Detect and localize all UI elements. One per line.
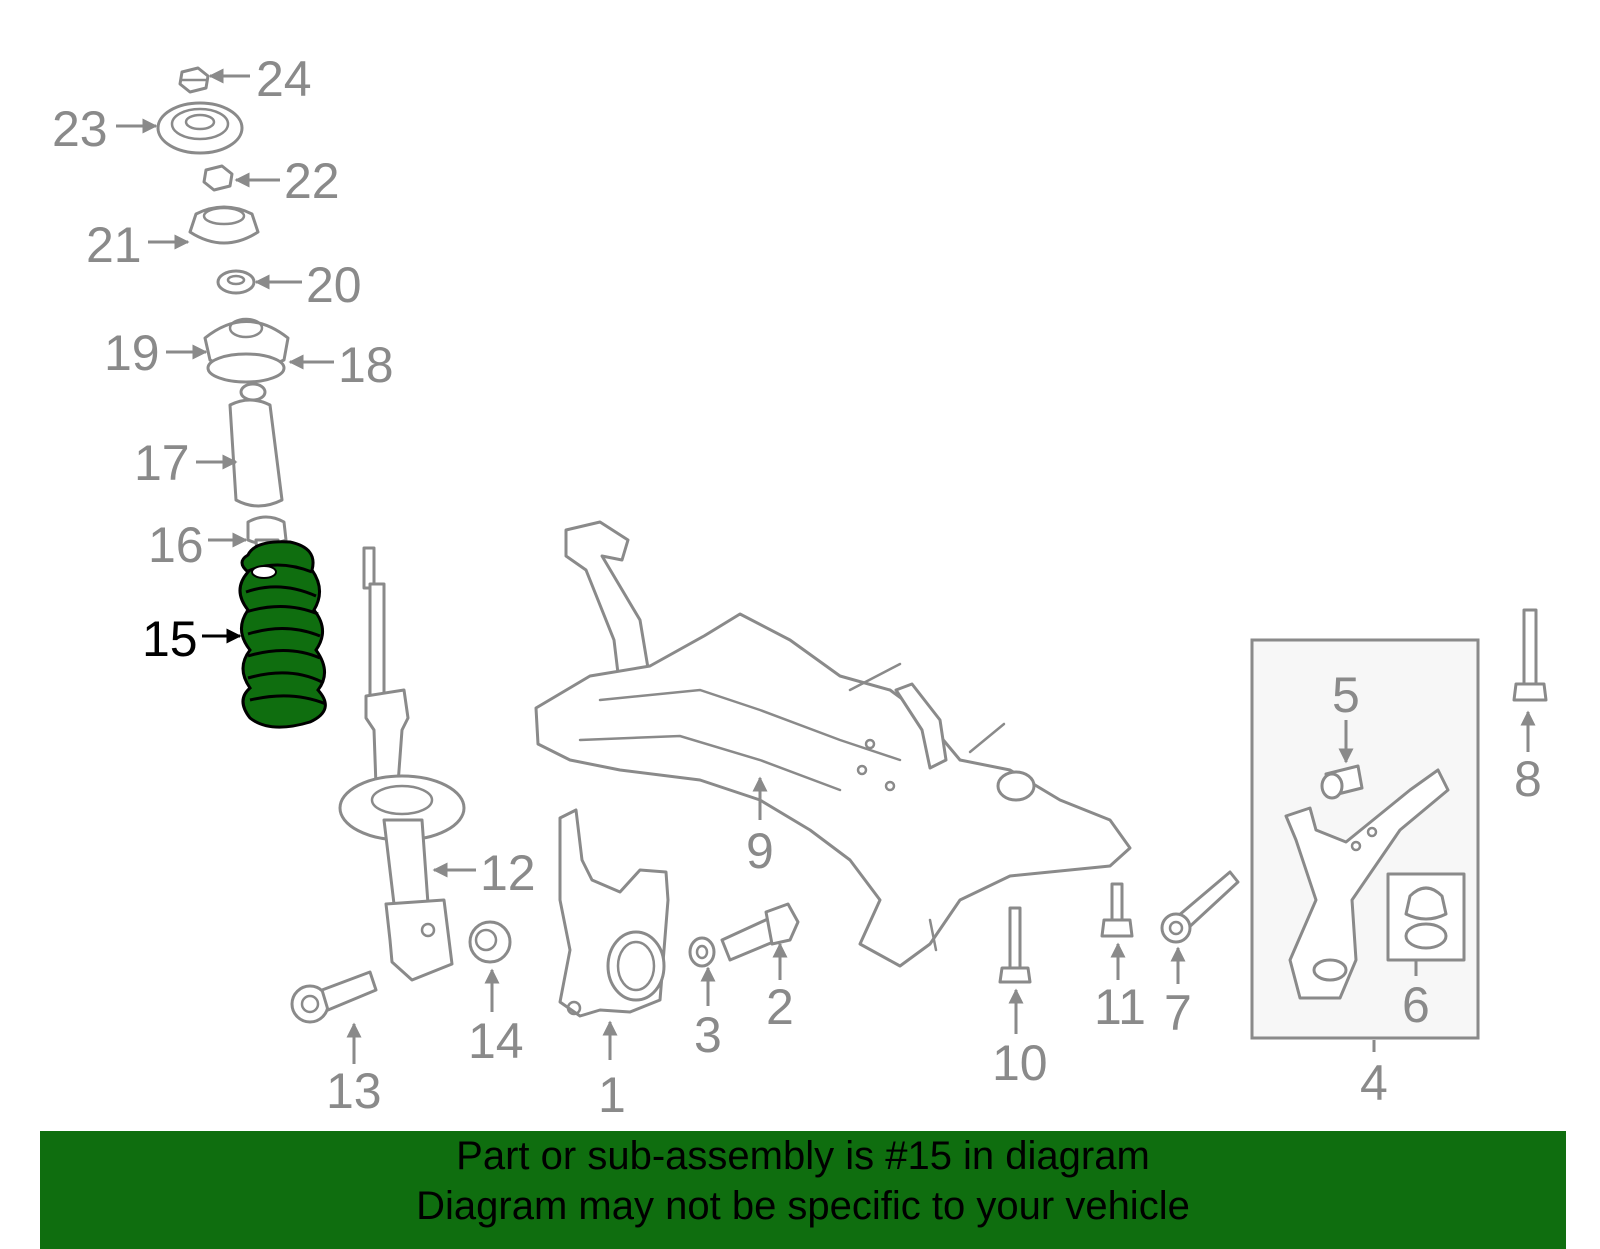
- callout-9[interactable]: 9: [746, 823, 774, 879]
- callout-1[interactable]: 1: [598, 1067, 626, 1123]
- callout-16[interactable]: 16: [148, 517, 204, 573]
- callout-2[interactable]: 2: [766, 979, 794, 1035]
- callout-7[interactable]: 7: [1164, 985, 1192, 1041]
- part-6-bushing[interactable]: [1404, 886, 1448, 950]
- callout-15[interactable]: 15: [142, 611, 198, 667]
- part-5-bushing[interactable]: [1320, 764, 1364, 800]
- callout-24[interactable]: 24: [256, 51, 312, 107]
- part-13-bolt[interactable]: [290, 970, 378, 1024]
- callout-21[interactable]: 21: [86, 217, 142, 273]
- callout-6[interactable]: 6: [1402, 977, 1430, 1033]
- part-23-mount-plate[interactable]: [156, 101, 244, 155]
- part-10-bolt[interactable]: [998, 906, 1032, 984]
- part-12-strut[interactable]: [338, 546, 466, 982]
- banner-line-disclaimer: Diagram may not be specific to your vehi…: [416, 1184, 1190, 1228]
- callout-14[interactable]: 14: [468, 1013, 524, 1069]
- callout-23[interactable]: 23: [52, 101, 108, 157]
- part-8-bolt[interactable]: [1512, 608, 1548, 702]
- part-15-coil-spring[interactable]: [238, 540, 327, 729]
- part-21-bearing[interactable]: [188, 205, 260, 245]
- callout-22[interactable]: 22: [284, 153, 340, 209]
- part-11-bolt[interactable]: [1100, 882, 1134, 938]
- callout-12[interactable]: 12: [480, 845, 536, 901]
- callout-4[interactable]: 4: [1360, 1055, 1388, 1111]
- part-1-knuckle[interactable]: [558, 808, 670, 1018]
- leader-arrows: [116, 68, 1536, 1064]
- part-2-bolt[interactable]: [720, 902, 800, 962]
- part-19-upper-mount[interactable]: [203, 317, 290, 384]
- part-22-nut[interactable]: [202, 164, 234, 192]
- part-17-boot[interactable]: [228, 382, 284, 508]
- callout-labels: 24 23 22 21 20 19 18 17 16 15 12 13 14 1…: [52, 51, 1542, 1123]
- info-banner: Part or sub-assembly is #15 in diagram D…: [40, 1131, 1566, 1249]
- part-20-washer[interactable]: [216, 269, 256, 295]
- part-4-control-arm[interactable]: [1284, 768, 1450, 1000]
- callout-20[interactable]: 20: [306, 257, 362, 313]
- part-24-nut[interactable]: [178, 66, 210, 94]
- part-9-subframe[interactable]: [534, 520, 1132, 968]
- banner-line-part: Part or sub-assembly is #15 in diagram: [456, 1134, 1150, 1178]
- callout-19[interactable]: 19: [104, 325, 160, 381]
- callout-18[interactable]: 18: [338, 337, 394, 393]
- part-3-washer[interactable]: [688, 936, 716, 968]
- callout-3[interactable]: 3: [694, 1007, 722, 1063]
- part-7-bolt[interactable]: [1160, 870, 1240, 944]
- part-14-nut[interactable]: [468, 920, 512, 964]
- callout-5[interactable]: 5: [1332, 667, 1360, 723]
- callout-11[interactable]: 11: [1094, 979, 1146, 1035]
- callout-8[interactable]: 8: [1514, 751, 1542, 807]
- callout-13[interactable]: 13: [326, 1063, 382, 1119]
- callout-17[interactable]: 17: [134, 435, 190, 491]
- callout-10[interactable]: 10: [992, 1035, 1048, 1091]
